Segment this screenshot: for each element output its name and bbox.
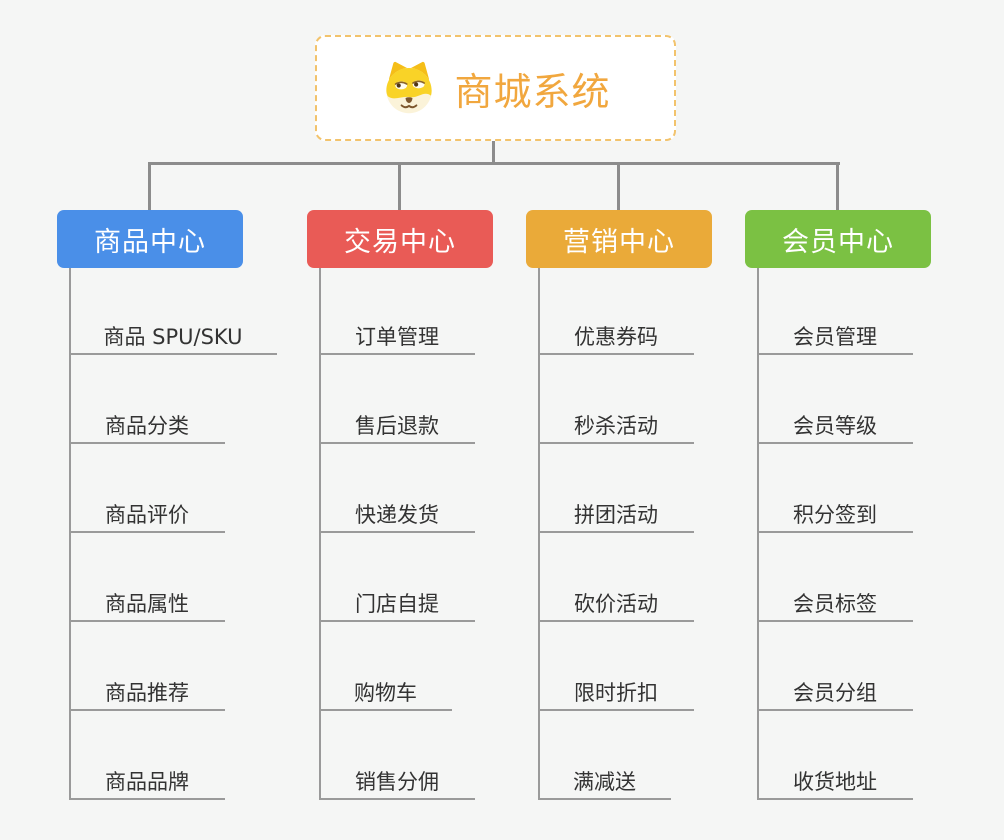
leaf-node[interactable]: 商品评价 [69,496,225,533]
leaf-node[interactable]: 会员标签 [757,585,913,622]
branch-node-trade[interactable]: 交易中心 [307,210,493,268]
leaf-node[interactable]: 满减送 [538,763,671,800]
root-title: 商城系统 [454,69,611,114]
leaf-node[interactable]: 订单管理 [319,318,475,355]
connector-drop-3 [617,164,620,210]
trunk-member [757,268,759,799]
leaf-node[interactable]: 收货地址 [757,763,913,800]
leaf-node[interactable]: 商品属性 [69,585,225,622]
leaf-node[interactable]: 商品分类 [69,407,225,444]
trunk-trade [319,268,321,799]
leaf-node[interactable]: 砍价活动 [538,585,694,622]
leaf-node[interactable]: 购物车 [319,674,452,711]
branch-node-product[interactable]: 商品中心 [57,210,243,268]
leaf-node[interactable]: 会员等级 [757,407,913,444]
leaf-node[interactable]: 销售分佣 [319,763,475,800]
dog-icon [380,61,438,115]
connector-horizontal-bar [148,162,840,165]
leaf-node[interactable]: 售后退款 [319,407,475,444]
leaf-node[interactable]: 门店自提 [319,585,475,622]
trunk-marketing [538,268,540,799]
leaf-node[interactable]: 会员分组 [757,674,913,711]
leaf-node[interactable]: 快递发货 [319,496,475,533]
leaf-node[interactable]: 积分签到 [757,496,913,533]
connector-drop-1 [148,164,151,210]
trunk-product [69,268,71,799]
connector-drop-2 [398,164,401,210]
leaf-node[interactable]: 拼团活动 [538,496,694,533]
branch-node-marketing[interactable]: 营销中心 [526,210,712,268]
connector-drop-4 [836,164,839,210]
branch-node-member[interactable]: 会员中心 [745,210,931,268]
leaf-node[interactable]: 商品推荐 [69,674,225,711]
leaf-node[interactable]: 会员管理 [757,318,913,355]
leaf-node[interactable]: 秒杀活动 [538,407,694,444]
leaf-node[interactable]: 限时折扣 [538,674,694,711]
leaf-node[interactable]: 商品 SPU/SKU [69,318,277,355]
leaf-node[interactable]: 商品品牌 [69,763,225,800]
root-node[interactable]: 商城系统 [315,35,676,141]
leaf-node[interactable]: 优惠券码 [538,318,694,355]
connector-root-stub [492,141,495,164]
